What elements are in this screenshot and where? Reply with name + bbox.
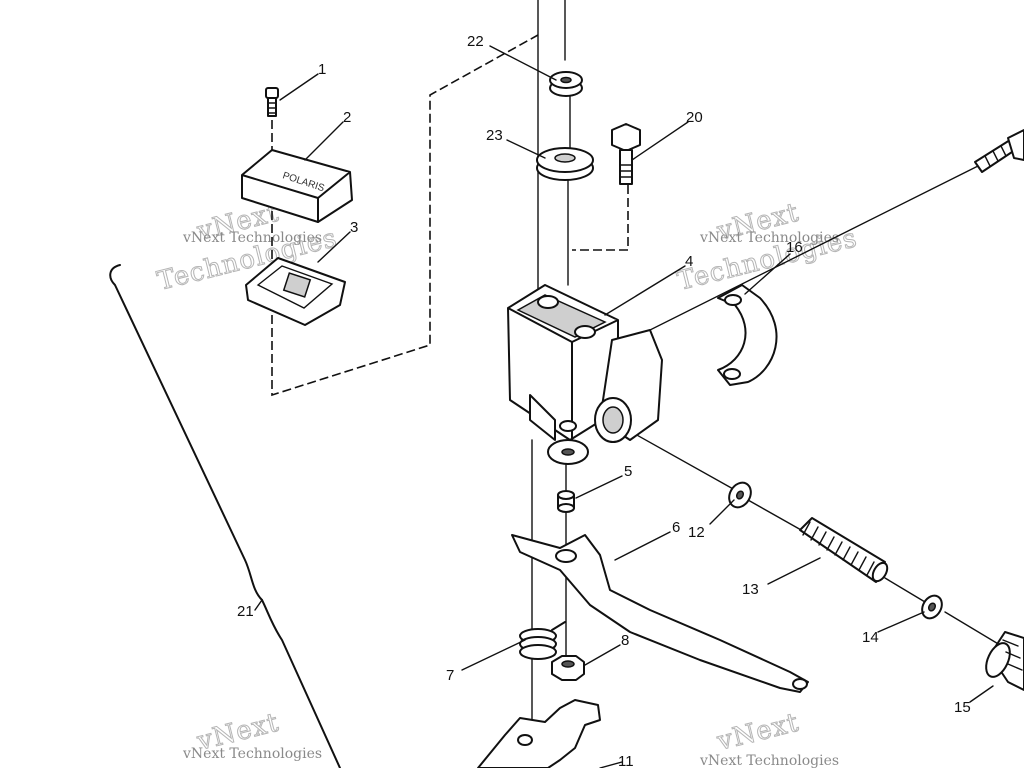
callout-5: 5 bbox=[624, 463, 632, 480]
watermark-text: vNext Technologies bbox=[182, 746, 322, 762]
watermark-word-vnext: vNext bbox=[713, 708, 802, 757]
callout-1: 1 bbox=[318, 61, 326, 78]
watermark-text: vNext Technologies bbox=[182, 230, 322, 246]
callout-12: 12 bbox=[688, 524, 705, 541]
washer-part-23 bbox=[536, 147, 594, 181]
callout-11: 11 bbox=[618, 753, 634, 768]
callout-15: 15 bbox=[954, 699, 971, 716]
callout-3: 3 bbox=[350, 219, 358, 236]
callout-4: 4 bbox=[685, 253, 693, 270]
washer-part-12 bbox=[728, 481, 752, 509]
bolt-part-20 bbox=[611, 123, 641, 185]
diaphragm-part-3 bbox=[245, 257, 346, 326]
plunger-part-15 bbox=[985, 631, 1024, 691]
callout-14: 14 bbox=[862, 629, 879, 646]
callout-8: 8 bbox=[621, 632, 629, 649]
bushing-part-5 bbox=[557, 490, 575, 513]
nut-part-22 bbox=[549, 71, 583, 97]
leader-lines bbox=[254, 45, 994, 768]
spring-part-7 bbox=[519, 621, 566, 660]
washer-part-14 bbox=[921, 594, 943, 620]
callout-23: 23 bbox=[486, 127, 503, 144]
spring-part-13 bbox=[799, 517, 889, 583]
callout-16: 16 bbox=[786, 239, 803, 256]
callout-13: 13 bbox=[742, 581, 759, 598]
lever-part-6 bbox=[511, 534, 809, 693]
assembly-bracket-21 bbox=[109, 264, 341, 768]
watermark-text: vNext Technologies bbox=[699, 753, 839, 768]
callout-2: 2 bbox=[343, 109, 351, 126]
nut-part-8 bbox=[551, 655, 585, 681]
callout-6: 6 bbox=[672, 519, 680, 536]
callout-7: 7 bbox=[446, 667, 454, 684]
callout-22: 22 bbox=[467, 33, 484, 50]
master-cylinder-part-4 bbox=[507, 284, 663, 465]
clamp-bolt bbox=[974, 129, 1024, 173]
callout-labels: 1 2 3 4 5 6 7 8 11 12 13 14 15 16 20 21 … bbox=[237, 33, 971, 768]
watermark-text: vNext Technologies bbox=[699, 230, 839, 246]
bracket-part-11 bbox=[477, 699, 601, 768]
screw-part-1 bbox=[265, 87, 279, 117]
callout-20: 20 bbox=[686, 109, 703, 126]
callout-21: 21 bbox=[237, 603, 254, 620]
reservoir-cover-part-2: POLARIS bbox=[241, 149, 353, 223]
clamp-part-16 bbox=[717, 284, 778, 386]
